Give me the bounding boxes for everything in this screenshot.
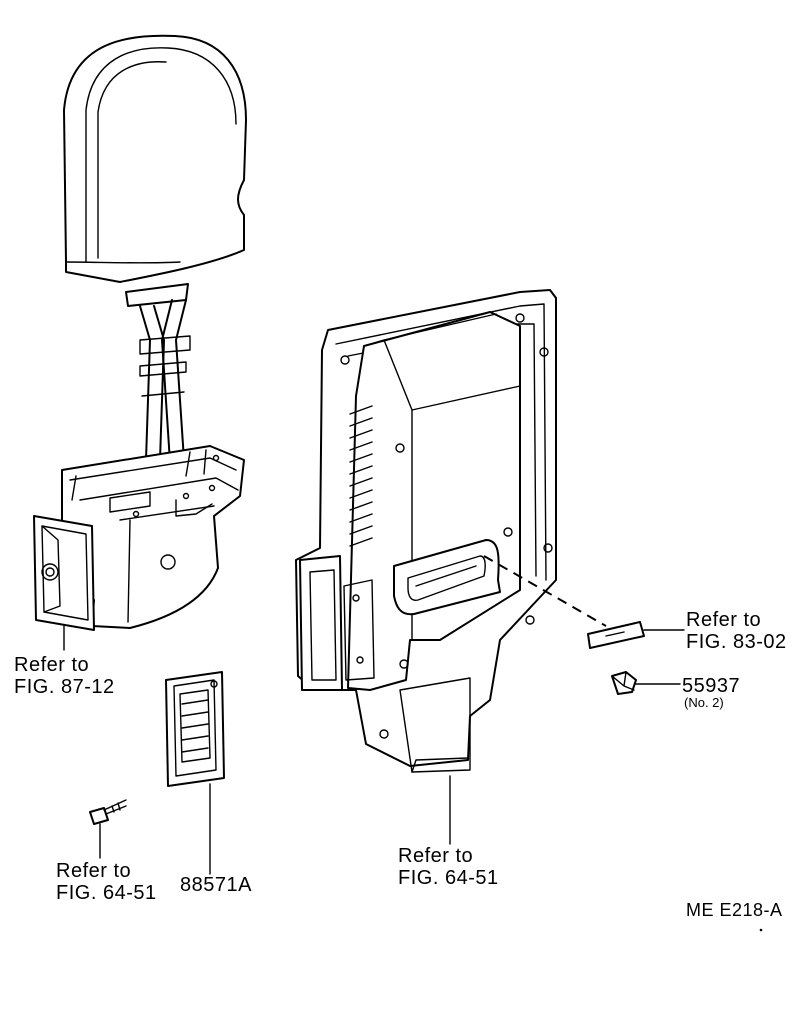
drawing-code: ME E218-A: [686, 900, 783, 920]
screw: [89, 799, 127, 825]
refer-87-12-line2: FIG. 87-12: [14, 676, 115, 698]
support-stays: [125, 283, 191, 463]
dashed-leader: [483, 555, 607, 627]
refer-64-51-left-line1: Refer to: [56, 860, 132, 882]
seat-head-cover: [63, 34, 247, 283]
panel-assembly: [295, 289, 557, 773]
duct-housing: [33, 445, 245, 631]
label-refer-64-51-left: Refer to FIG. 64-51: [56, 860, 157, 904]
register-88571A: [165, 671, 225, 787]
label-55937: 55937: [682, 675, 741, 697]
refer-64-51-center-line2: FIG. 64-51: [398, 867, 499, 889]
refer-64-51-left-line2: FIG. 64-51: [56, 882, 157, 904]
label-55937-qty: (No. 2): [684, 695, 724, 710]
refer-87-12-line1: Refer to: [14, 654, 90, 676]
label-refer-64-51-center: Refer to FIG. 64-51: [398, 845, 499, 889]
refer-83-02-line1: Refer to: [686, 609, 762, 631]
label-refer-83-02: Refer to FIG. 83-02: [686, 609, 787, 653]
label-88571A: 88571A: [180, 874, 252, 896]
clip-55937: [611, 671, 637, 695]
small-plate: [587, 621, 645, 649]
label-refer-87-12: Refer to FIG. 87-12: [14, 654, 115, 698]
refer-83-02-line2: FIG. 83-02: [686, 631, 787, 653]
refer-64-51-center-line1: Refer to: [398, 845, 474, 867]
